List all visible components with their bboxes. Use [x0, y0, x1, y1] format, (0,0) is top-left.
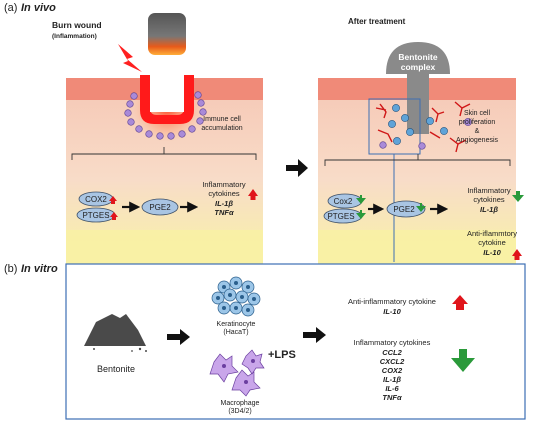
skin-label-line4: Angiogenesis [456, 137, 499, 144]
right-infl-down-icon [512, 191, 524, 202]
skin-label-line2: proliferation [459, 119, 496, 126]
blood-vessels-icon [375, 101, 471, 153]
bentonite-pile-icon [84, 314, 147, 352]
left-tnfa: TNFα [214, 208, 234, 217]
left-infl-up-icon [248, 189, 258, 200]
right-anti-line2: cytokine [478, 238, 506, 247]
right-cox2-label: Cox2 [334, 197, 353, 206]
right-pge2-node [386, 200, 426, 218]
right-cox2-down-icon [356, 195, 366, 204]
immune-label-line2: accumulation [201, 125, 242, 132]
right-ptges-down-icon [356, 210, 366, 219]
panel-a-title: In vivo [21, 2, 56, 14]
right-il10: IL-10 [483, 248, 501, 257]
cox2-up-icon [109, 196, 117, 204]
immune-label-line1: Immune cell [203, 116, 241, 123]
right-il1b: IL-1β [480, 205, 498, 214]
pge2-node [141, 198, 179, 216]
right-pge2-label: PGE2 [393, 205, 415, 214]
cox2-label: COX2 [85, 195, 107, 204]
inflammation-subheading: (Inflammation) [52, 33, 97, 40]
vitro-arrow-1 [167, 329, 190, 345]
panel-b-title: In vitro [21, 263, 58, 275]
after-treatment-heading: After treatment [348, 17, 406, 26]
right-infl-line1: Inflammatory [467, 186, 511, 195]
burn-wound-icon [133, 70, 201, 142]
right-pge2-down-icon [416, 203, 426, 212]
vitro-infl-item: IL-1β [383, 375, 401, 384]
bentonite-label: Bentonite [97, 364, 135, 374]
left-infl-line1: Inflammatory [202, 180, 246, 189]
skin-cells [379, 104, 472, 150]
vitro-infl-item: CXCL2 [380, 357, 405, 366]
vitro-anti-title: Anti-inflammatory cytokine [348, 297, 436, 306]
panel-b-label: (b) [4, 263, 17, 275]
vitro-infl-items: CCL2 CXCL2 COX2 IL-1β IL-6 TNFα [380, 348, 405, 402]
left-bracket [71, 147, 257, 160]
vitro-infl-item: IL-6 [385, 384, 399, 393]
right-infl-line2: cytokines [473, 195, 505, 204]
right-il10-up-icon [512, 249, 522, 260]
macrophage-label: Macrophage [221, 400, 260, 407]
skin-label-line3: & [475, 128, 480, 135]
hacat-label: (HacaT) [223, 329, 248, 336]
vitro-infl-title: Inflammatory cytokines [354, 338, 431, 347]
vitro-infl-item: CCL2 [382, 348, 402, 357]
panel-a-label: (a) [4, 2, 17, 14]
vitro-infl-item: COX2 [382, 366, 403, 375]
bentonite-complex-icon [386, 42, 450, 134]
keratinocyte-label: Keratinocyte [217, 321, 256, 328]
vitro-anti-up-icon [452, 295, 468, 310]
complex-line1: Bentonite [398, 52, 437, 62]
left-il1b: IL-1β [215, 199, 233, 208]
vitro-anti-item: IL-10 [383, 307, 401, 316]
pge2-label: PGE2 [149, 203, 171, 212]
treatment-arrow [286, 159, 308, 177]
lps-label: +LPS [268, 349, 296, 361]
vitro-infl-item: TNFα [382, 393, 402, 402]
left-infl-line2: cytokines [208, 189, 240, 198]
right-ptges-label: PTGES [327, 212, 354, 221]
complex-line2: complex [401, 62, 436, 72]
vitro-infl-down-icon [451, 349, 475, 372]
skin-label-line1: Skin cell [464, 110, 491, 117]
right-anti-line1: Anti-iflammtory [467, 229, 517, 238]
burn-wound-heading: Burn wound [52, 20, 102, 30]
ptges-up-icon [110, 212, 118, 220]
heat-source-icon [148, 13, 186, 55]
ptges-label: PTGES [82, 211, 109, 220]
immune-cells [124, 91, 207, 140]
macrophage-line-label: (3D4/2) [228, 408, 251, 415]
lightning-icon [118, 44, 142, 72]
right-bracket [324, 154, 511, 166]
vitro-arrow-2 [303, 327, 326, 343]
